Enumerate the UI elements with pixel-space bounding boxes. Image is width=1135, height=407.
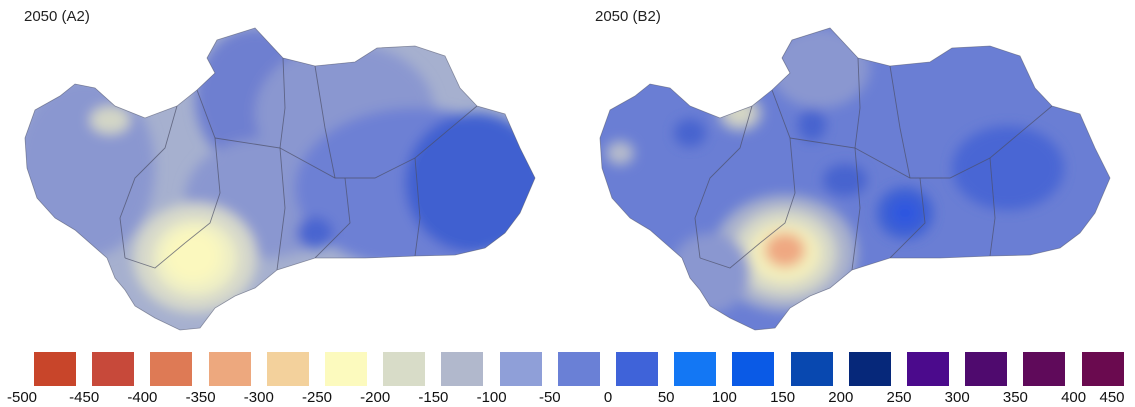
legend-tick-label: -450 (69, 389, 100, 406)
legend-tick-label: 450 (1099, 389, 1125, 406)
legend-tick-label: -200 (360, 389, 391, 406)
legend-tick-label: 0 (603, 389, 613, 406)
legend-tick-label: 50 (657, 389, 675, 406)
legend-tick-label: 150 (770, 389, 796, 406)
legend-swatch (383, 352, 426, 386)
legend-swatch (266, 352, 309, 386)
legend-tick-label: -400 (127, 389, 158, 406)
legend-swatch (907, 352, 949, 386)
legend-tick-label: -50 (538, 389, 561, 406)
legend-swatch (441, 352, 484, 386)
legend-tick-label: 400 (1061, 389, 1087, 406)
legend-swatch (208, 352, 251, 386)
legend-tick-label: -300 (243, 389, 274, 406)
map-title-a2: 2050 (A2) (24, 8, 90, 25)
legend-tick-label: -500 (6, 389, 38, 406)
map-a2 (24, 27, 536, 331)
legend-swatch (1023, 352, 1066, 386)
legend-swatch (732, 352, 775, 386)
legend-swatch (150, 352, 193, 386)
legend-swatch (790, 352, 833, 386)
legend-tick-label: -150 (418, 389, 449, 406)
legend-swatch (557, 352, 600, 386)
legend-swatch (965, 352, 1008, 386)
legend-swatch (848, 352, 891, 386)
legend-swatch (674, 352, 717, 386)
legend-swatch (92, 352, 135, 386)
legend-tick-label: 100 (711, 389, 737, 406)
legend-swatch (616, 352, 658, 386)
map-b2 (599, 27, 1111, 331)
legend-tick-label: 350 (1002, 389, 1028, 406)
map-title-b2: 2050 (B2) (595, 8, 661, 25)
legend-tick-label: -350 (185, 389, 216, 406)
legend-swatch (499, 352, 542, 386)
legend-tick-label: 300 (944, 389, 970, 406)
legend-tick-label: 200 (828, 389, 854, 406)
legend-swatch (325, 352, 367, 386)
legend-tick-label: -250 (301, 389, 333, 406)
legend-swatch (1081, 352, 1124, 386)
legend-swatch (34, 352, 76, 386)
legend-tick-label: 250 (886, 389, 912, 406)
legend-tick-label: -100 (476, 389, 507, 406)
